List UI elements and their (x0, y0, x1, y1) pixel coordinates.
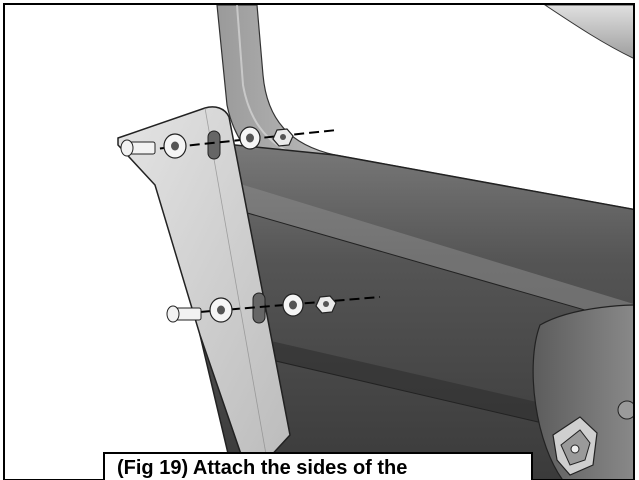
top-tube (544, 5, 633, 59)
assembly-diagram (117, 5, 633, 479)
lower-washer-back (282, 293, 304, 317)
upper-washer-front (163, 133, 187, 159)
upper-bolt (120, 139, 156, 157)
figure-frame (3, 3, 635, 480)
upper-washer-back (239, 126, 261, 150)
upper-nut (272, 128, 294, 147)
lower-nut (315, 295, 337, 314)
figure-caption: (Fig 19) Attach the sides of the (103, 452, 533, 480)
lower-washer-front (209, 297, 233, 323)
hanger-clip (552, 416, 598, 476)
lower-bolt (166, 305, 202, 323)
bracket-plate (117, 106, 291, 461)
